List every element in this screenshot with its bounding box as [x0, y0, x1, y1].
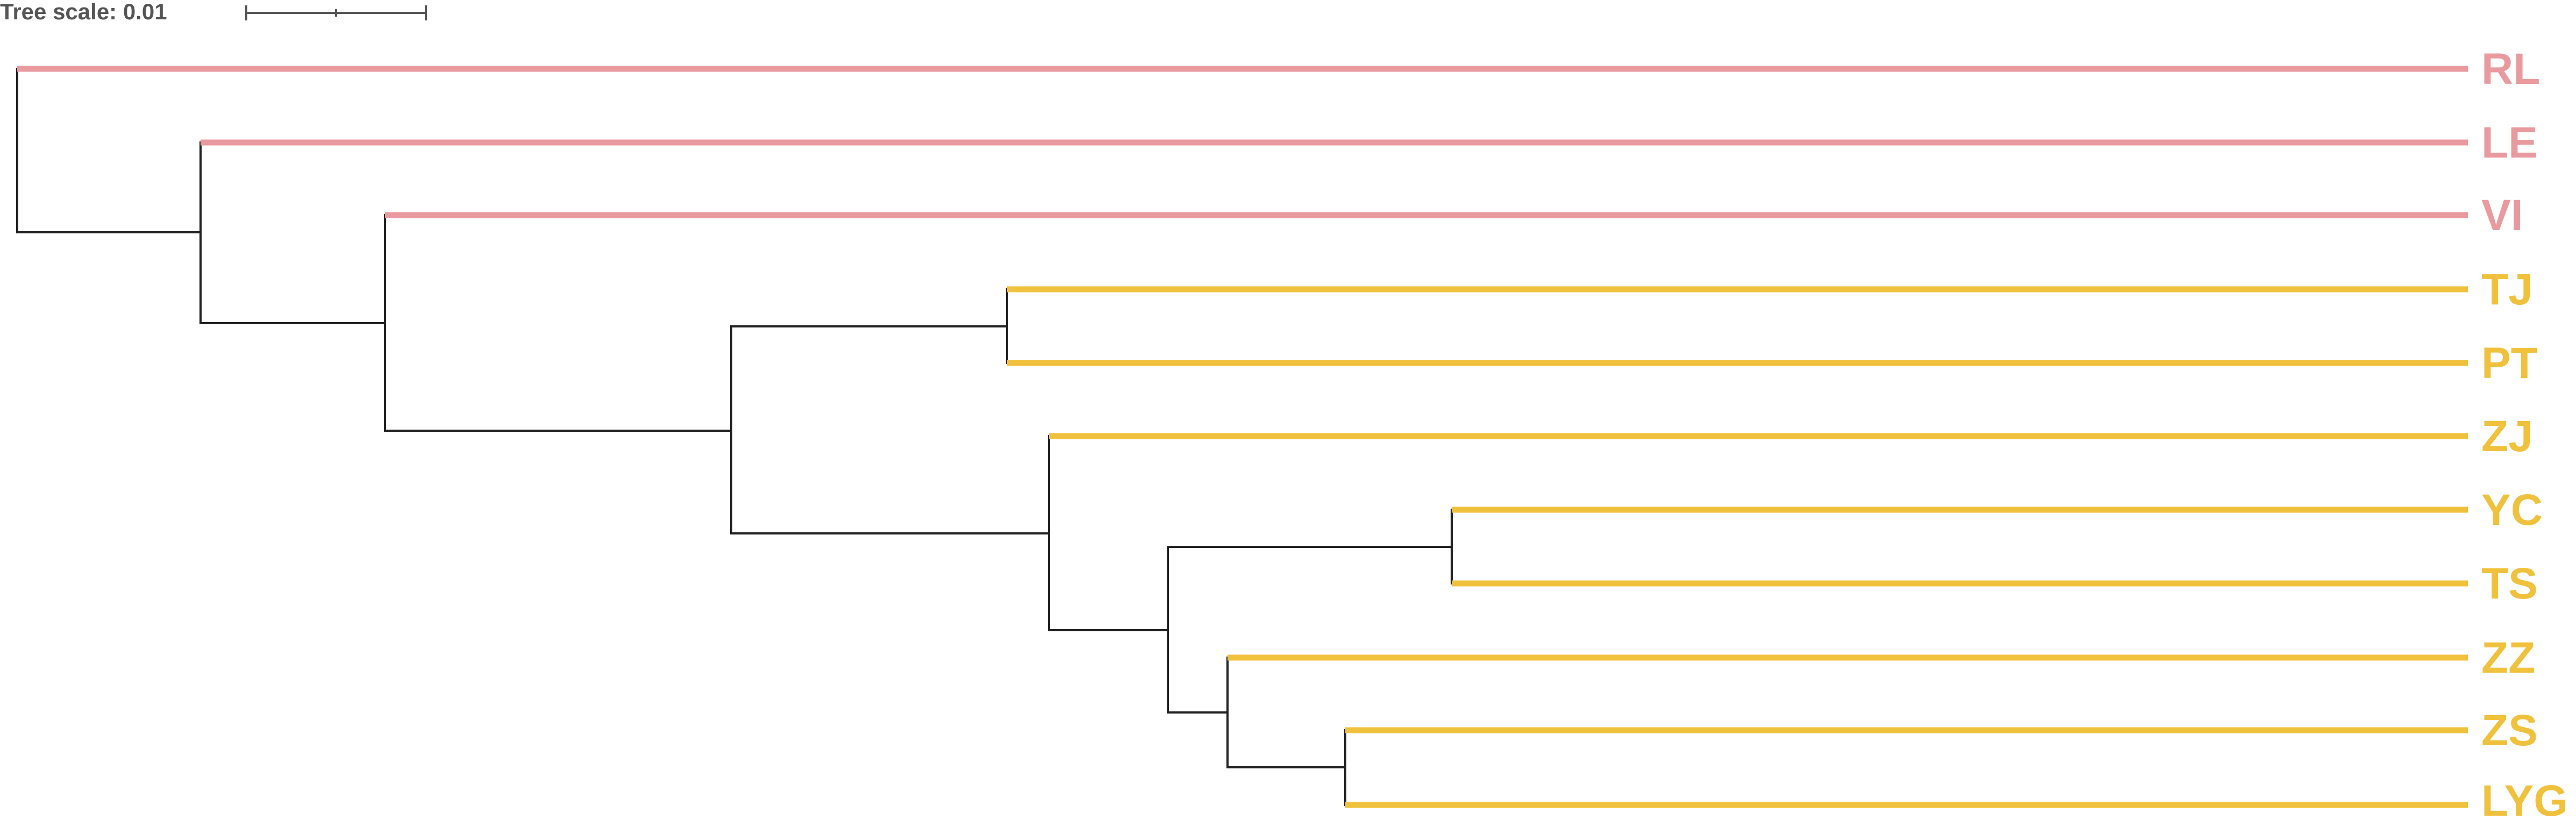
leaf-label-lyg: LYG	[2481, 776, 2568, 820]
tree-scale-legend: Tree scale: 0.01	[0, 0, 427, 24]
internal-branches	[16, 68, 1453, 806]
leaf-label-tj: TJ	[2481, 265, 2533, 314]
leaf-label-pt: PT	[2481, 339, 2538, 388]
tree-scale-bar	[245, 5, 427, 20]
leaf-label-ts: TS	[2481, 559, 2538, 608]
leaf-label-zj: ZJ	[2481, 412, 2533, 461]
leaf-label-zz: ZZ	[2481, 633, 2535, 682]
leaf-label-vi: VI	[2481, 191, 2523, 240]
leaf-label-yc: YC	[2481, 486, 2543, 534]
terminal-branches	[17, 66, 2468, 808]
leaf-labels: RL LE VI TJ PT ZJ YC TS ZZ ZS LYG	[2481, 45, 2568, 820]
leaf-label-zs: ZS	[2481, 706, 2538, 755]
tree-scale-label: Tree scale: 0.01	[0, 0, 167, 24]
leaf-label-le: LE	[2481, 118, 2538, 167]
leaf-label-rl: RL	[2481, 45, 2540, 94]
